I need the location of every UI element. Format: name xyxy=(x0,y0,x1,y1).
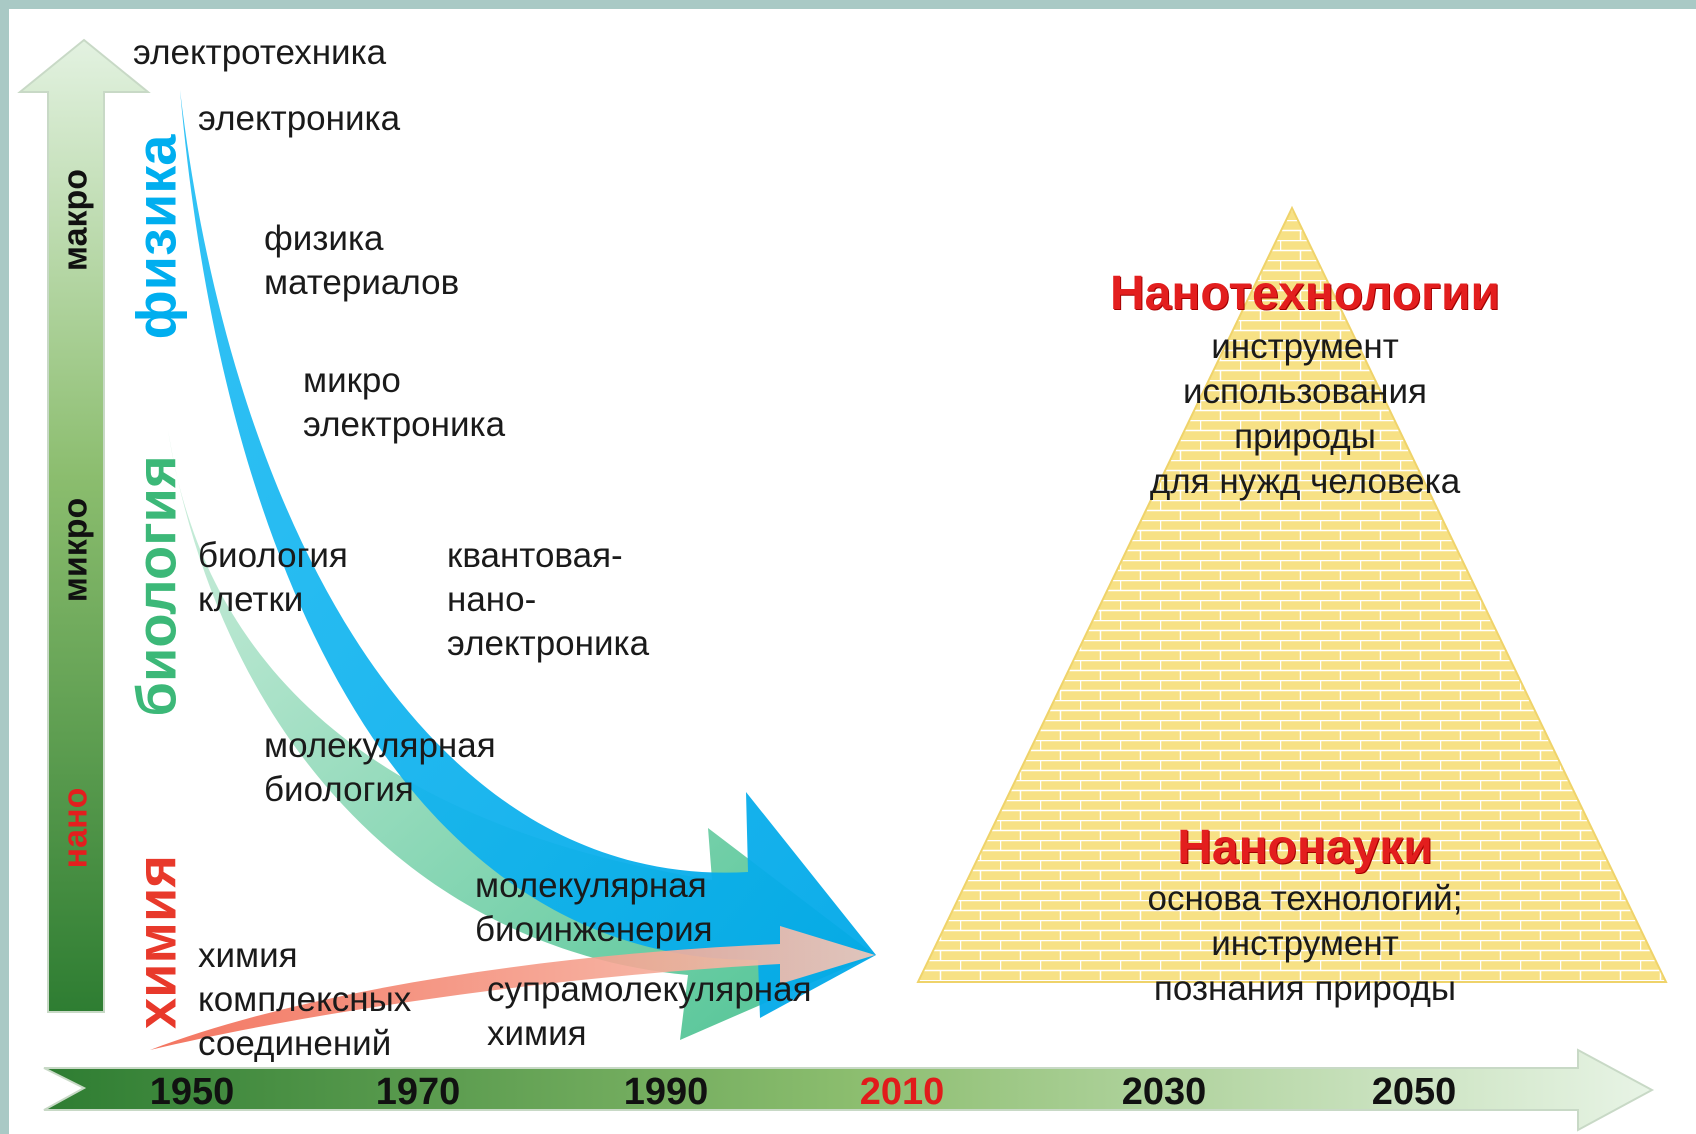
field-electrotech: электротехника xyxy=(133,33,387,72)
field-electronics: электроника xyxy=(198,99,401,138)
scale-label-macro: макро xyxy=(56,168,95,272)
field-supramolecular-chemistry: супрамолекулярная химия xyxy=(487,970,812,1053)
pyramid-bottom-title: Нанонауки xyxy=(1177,821,1433,874)
pyramid-top-title: Нанотехнологии xyxy=(1109,267,1501,320)
pyramid xyxy=(916,205,1668,983)
year-1970: 1970 xyxy=(375,1071,461,1113)
pyramid-top-subtitle: инструмент использования природы для нуж… xyxy=(1149,327,1461,501)
year-2050: 2050 xyxy=(1371,1071,1457,1113)
scale-up-arrow xyxy=(17,38,151,1013)
field-materials-physics: физика материалов xyxy=(264,219,460,302)
field-molecular-bioengineering: молекулярная биоинженерия xyxy=(475,866,713,949)
discipline-physics: физика xyxy=(124,134,188,340)
field-quantum-nanoelectronics: квантовая- нано- электроника xyxy=(447,536,650,663)
year-1990: 1990 xyxy=(623,1071,709,1113)
field-cell-biology: биология клетки xyxy=(198,536,348,619)
discipline-chemistry: химия xyxy=(124,854,188,1030)
year-1950: 1950 xyxy=(149,1071,235,1113)
frame-top-border xyxy=(0,0,1696,9)
physics-flow-arrow xyxy=(180,90,876,1018)
chemistry-flow-arrow xyxy=(150,926,875,1050)
frame-left-border xyxy=(0,0,9,1134)
field-complex-chemistry: химия комплексных соединений xyxy=(198,936,412,1063)
year-2030: 2030 xyxy=(1121,1071,1207,1113)
scale-label-micro: микро xyxy=(56,497,95,603)
pyramid-bottom-subtitle: основа технологий; инструмент познания п… xyxy=(1147,879,1463,1008)
timeline-arrow xyxy=(43,1048,1655,1132)
scale-label-nano: нано xyxy=(56,787,95,869)
field-microelectronics: микро электроника xyxy=(303,361,506,444)
field-molecular-biology: молекулярная биология xyxy=(264,726,496,809)
discipline-biology: биология xyxy=(124,455,188,717)
year-2010-highlight: 2010 xyxy=(859,1071,945,1113)
